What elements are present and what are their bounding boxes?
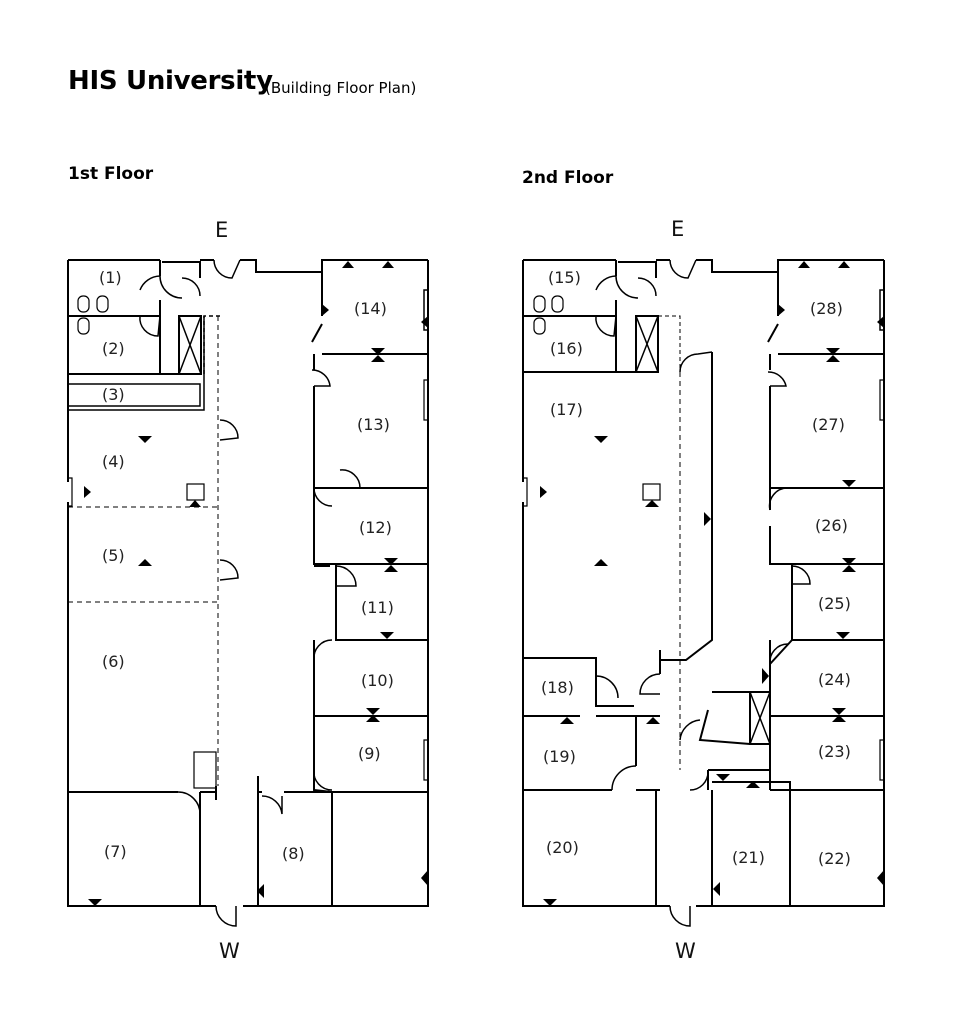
entrance-label-west-2nd: W	[675, 939, 696, 963]
outer-wall	[67, 786, 216, 907]
page-title: HIS University	[68, 66, 273, 96]
room-label: (11)	[361, 598, 394, 617]
entrance-label-east-1st: E	[215, 218, 228, 242]
room-label: (9)	[358, 744, 381, 763]
stairs-icon	[749, 691, 771, 745]
outer-wall	[522, 260, 670, 907]
room-label: (24)	[818, 670, 851, 689]
room-label: (27)	[812, 415, 845, 434]
room-label: (19)	[543, 747, 576, 766]
triangle-marker-icon	[84, 261, 428, 906]
room-label: (28)	[810, 299, 843, 318]
room-label: (18)	[541, 678, 574, 697]
room-label: (23)	[818, 742, 851, 761]
outer-wall	[200, 259, 428, 273]
room-label: (12)	[359, 518, 392, 537]
door-swing-icon	[139, 259, 361, 927]
room-label: (16)	[550, 339, 583, 358]
room-label: (25)	[818, 594, 851, 613]
outer-wall	[696, 260, 885, 907]
room-label: (22)	[818, 849, 851, 868]
stairs-icon	[178, 315, 202, 375]
floor-label-1st: 1st Floor	[68, 164, 154, 184]
room-label: (26)	[815, 516, 848, 535]
floor-plan-1st	[67, 259, 429, 927]
toilet-icon	[77, 295, 109, 335]
stairs-icon	[635, 315, 659, 373]
room-label: (8)	[282, 844, 305, 863]
stairs-icon	[635, 315, 659, 373]
room-label: (3)	[102, 385, 125, 404]
room-label: (17)	[550, 400, 583, 419]
room-label: (1)	[99, 268, 122, 287]
room-labels-1st: (1) (2) (3) (4) (5) (6) (7) (8) (9) (10)…	[99, 268, 394, 863]
triangle-marker-icon	[540, 261, 884, 906]
room-label: (10)	[361, 671, 394, 690]
room-label: (13)	[357, 415, 390, 434]
stairs-icon	[178, 315, 202, 375]
room-label: (15)	[548, 268, 581, 287]
room-label: (6)	[102, 652, 125, 671]
room-labels-2nd: (15) (16) (17) (18) (19) (20) (21) (22) …	[541, 268, 851, 868]
floor-label-2nd: 2nd Floor	[522, 168, 614, 188]
door-swing-icon	[595, 259, 811, 927]
room-label: (20)	[546, 838, 579, 857]
page-subtitle: (Building Floor Plan)	[265, 79, 417, 97]
outer-wall	[243, 888, 429, 907]
entrance-label-east-2nd: E	[671, 217, 684, 241]
room-label: (14)	[354, 299, 387, 318]
room-label: (21)	[732, 848, 765, 867]
room-label: (7)	[104, 842, 127, 861]
outer-wall	[523, 259, 884, 273]
toilet-icon	[533, 295, 564, 335]
entrance-label-west-1st: W	[219, 939, 240, 963]
room-label: (4)	[102, 452, 125, 471]
floor-plan-2nd	[522, 259, 885, 927]
room-label: (5)	[102, 546, 125, 565]
room-label: (2)	[102, 339, 125, 358]
